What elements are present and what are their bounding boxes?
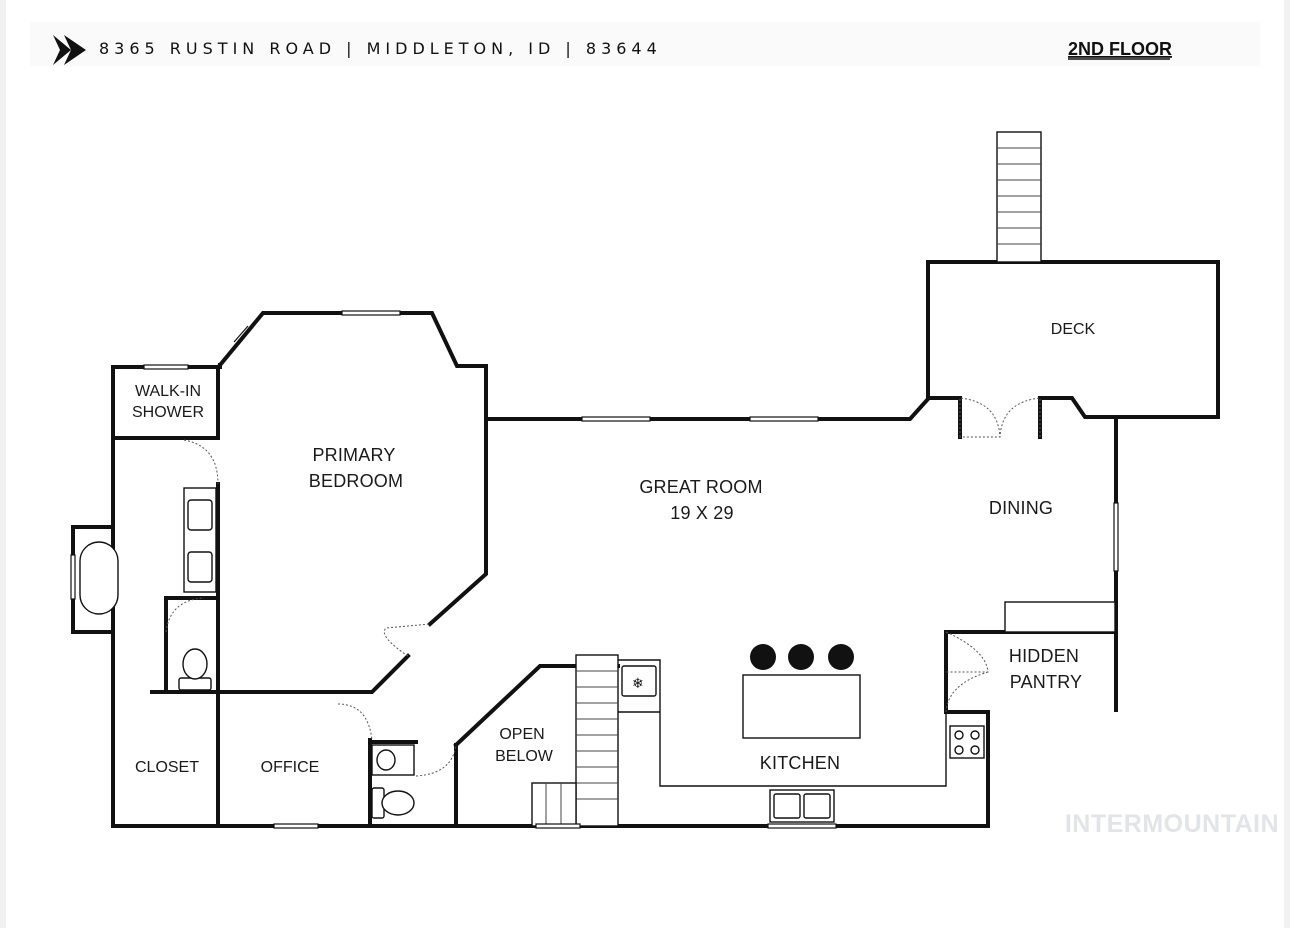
kitchen-label: KITCHEN xyxy=(760,753,840,773)
kitchen-counter-outline xyxy=(618,659,947,787)
dining-label: DINING xyxy=(989,498,1053,518)
primary-bedroom-label-line1: PRIMARY xyxy=(312,445,395,465)
windows xyxy=(70,310,1119,829)
walk-in-shower-label-line1: WALK-IN xyxy=(135,383,201,400)
watermark-text: INTERMOUNTAIN xyxy=(1065,810,1279,838)
floor-label: 2ND FLOOR xyxy=(1068,39,1172,59)
closet-label: CLOSET xyxy=(135,759,199,776)
interior-stairs xyxy=(531,654,619,827)
address-text: 8365 RUSTIN ROAD | MIDDLETON, ID | 83644 xyxy=(99,39,662,58)
open-below-label-line1: OPEN xyxy=(499,726,544,743)
primary-bedroom-label-line2: BEDROOM xyxy=(309,471,403,491)
powder-room-walls xyxy=(368,738,458,828)
logo-arrow-icon xyxy=(53,35,86,65)
dining-buffet xyxy=(1004,601,1116,633)
open-below-label-line2: BELOW xyxy=(495,748,554,765)
walk-in-shower-label-line2: SHOWER xyxy=(132,404,204,421)
hidden-pantry-label-line2: PANTRY xyxy=(1010,672,1083,692)
header-band xyxy=(30,22,1260,66)
left-edge-shade xyxy=(0,0,6,928)
deck-stairs xyxy=(996,131,1042,263)
great-room-dimensions: 19 X 29 xyxy=(670,503,733,523)
bathroom-fixtures xyxy=(79,487,415,819)
deck-label: DECK xyxy=(1051,321,1096,338)
office-label: OFFICE xyxy=(261,759,320,776)
great-room-label: GREAT ROOM xyxy=(639,477,762,497)
hidden-pantry-label-line1: HIDDEN xyxy=(1009,646,1079,666)
right-edge-shade xyxy=(1284,0,1290,928)
door-swings xyxy=(165,397,1041,777)
svg-text:❄: ❄ xyxy=(632,676,644,692)
kitchen-fixtures: ❄ xyxy=(621,644,985,823)
